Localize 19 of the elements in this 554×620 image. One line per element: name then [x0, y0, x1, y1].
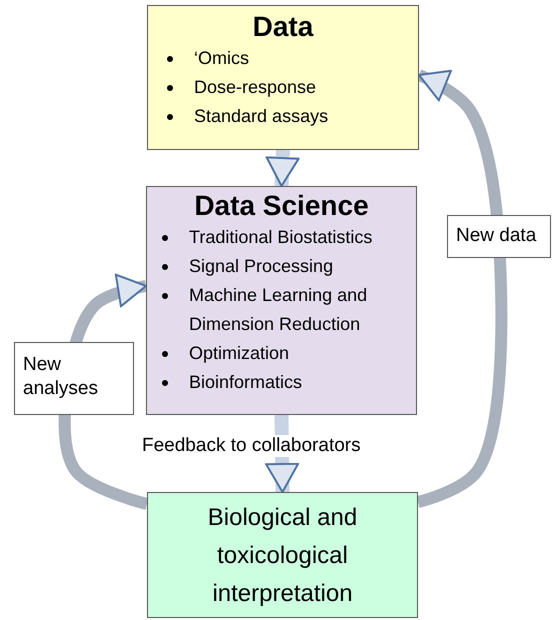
- data-box: [147, 5, 419, 150]
- box-title: Data Science: [193, 189, 370, 223]
- interpretation-box: [147, 492, 418, 618]
- box-text: Biological and toxicological interpretation: [206, 503, 358, 609]
- bullet-item: ‘Omics: [156, 44, 410, 73]
- bullet-item: Bioinformatics: [151, 368, 412, 397]
- box-title: Data: [252, 10, 314, 44]
- label-box: New data: [447, 215, 551, 258]
- bullet-item: Dose-response: [156, 73, 410, 102]
- bullet-item: Traditional Biostatistics: [151, 223, 412, 252]
- data-science-box: [146, 186, 417, 415]
- block-arrow: [265, 414, 300, 493]
- bullet-item: Signal Processing: [151, 252, 412, 281]
- bullet-item: Standard assays: [156, 102, 410, 131]
- bullet-item: Machine Learning and Dimension Reduction: [151, 281, 412, 339]
- bullet-item: Optimization: [151, 339, 412, 368]
- curved-arrow: [416, 70, 508, 508]
- label-box: New analyses: [14, 342, 134, 415]
- block-arrow: [266, 150, 300, 187]
